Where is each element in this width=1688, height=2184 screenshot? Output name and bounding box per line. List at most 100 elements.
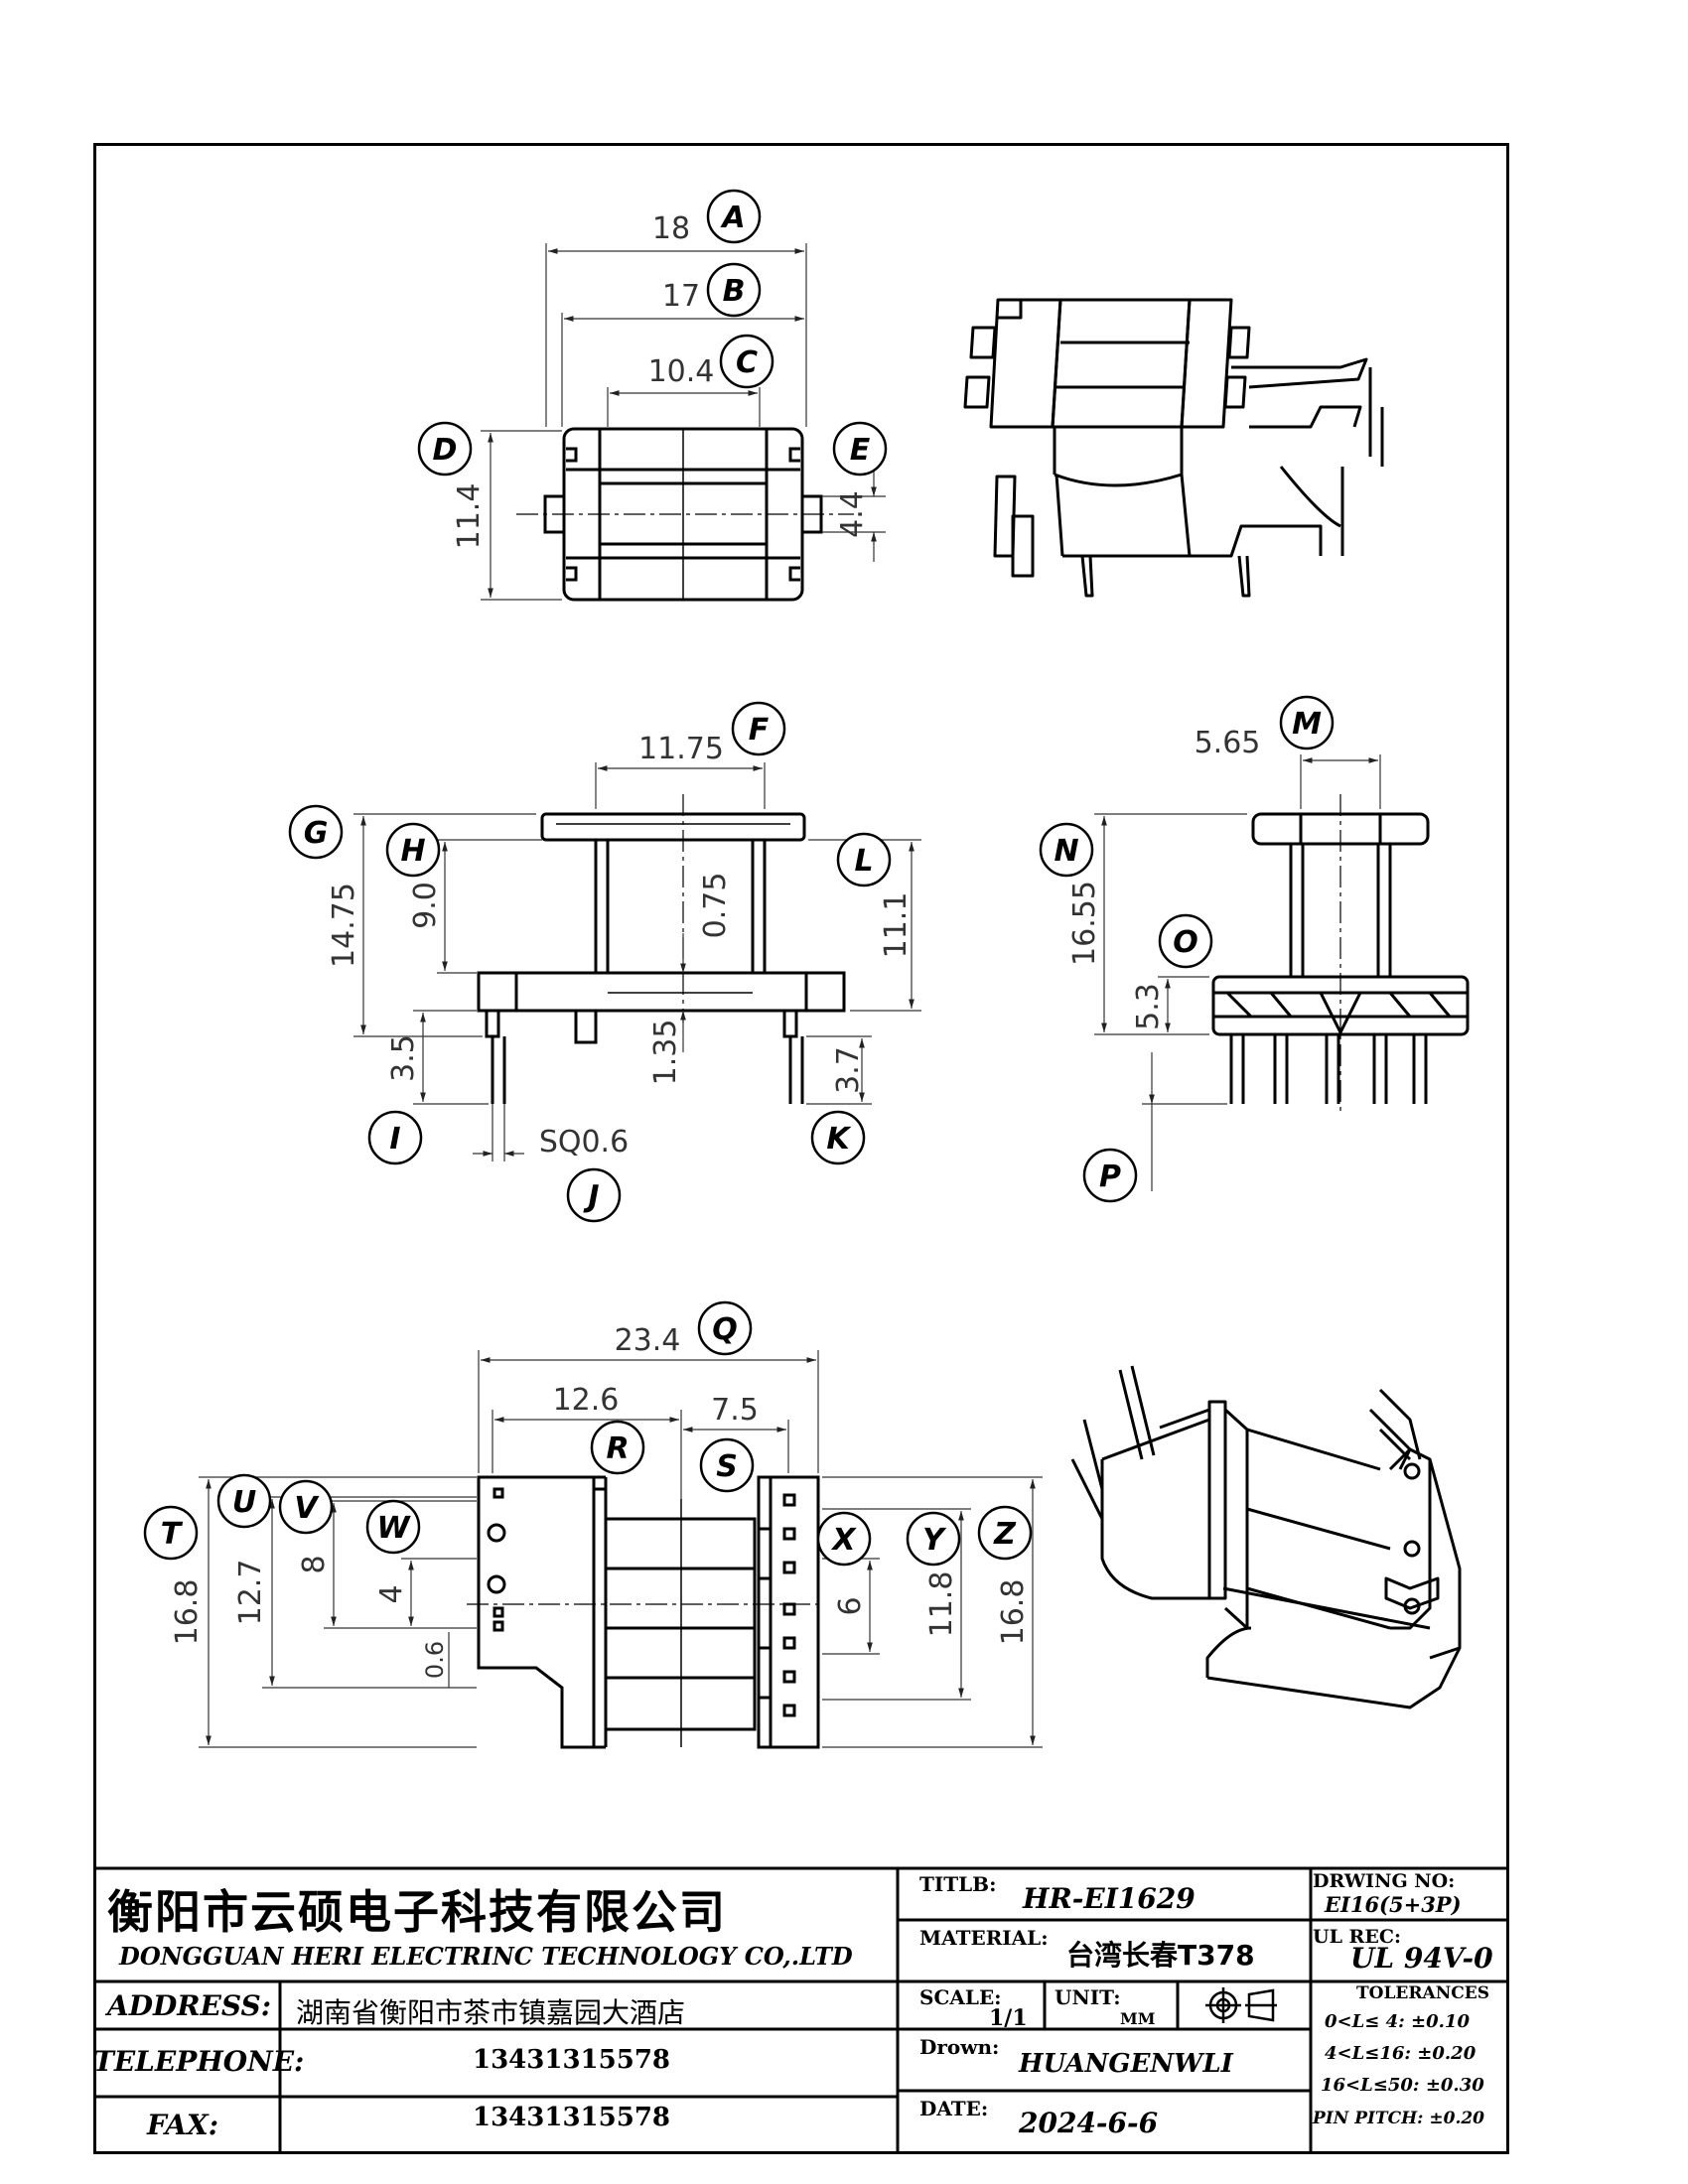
front-view: [353, 762, 921, 1161]
balloon-z-circle: [977, 1505, 1033, 1561]
telephone-label: TELEPHONE:: [93, 2045, 305, 2078]
balloon-c-circle: [719, 334, 774, 389]
date-label: DATE:: [919, 2097, 989, 2120]
top-view: [481, 243, 886, 602]
balloon-q-letter: Q: [712, 1312, 738, 1347]
balloon-y-circle: [906, 1511, 961, 1567]
drawing-frame: [93, 143, 1509, 2154]
balloon-d-letter: D: [433, 433, 458, 468]
material-value: 台湾长春T378: [1066, 1939, 1255, 1972]
material-label: MATERIAL:: [919, 1926, 1049, 1950]
drawing-no-value: EI16(5+3P): [1325, 1892, 1462, 1917]
balloon-u-circle: [216, 1473, 272, 1529]
balloon-v-circle: [278, 1479, 334, 1535]
drawn-label: Drown:: [919, 2035, 1000, 2059]
balloon-o-circle: [1158, 913, 1213, 969]
balloon-c-letter: C: [736, 345, 758, 380]
dim-n-value: 16.55: [1067, 881, 1102, 966]
balloon-e-circle: [832, 421, 888, 477]
address-label: ADDRESS:: [107, 1989, 272, 2022]
balloon-f-letter: F: [749, 713, 770, 748]
balloon-z-letter: Z: [993, 1517, 1017, 1552]
balloon-a-letter: A: [720, 201, 745, 235]
balloon-l-letter: L: [854, 844, 873, 879]
balloon-r-letter: R: [606, 1432, 629, 1466]
balloon-o-letter: O: [1173, 925, 1198, 960]
balloon-r-circle: [590, 1420, 645, 1475]
tolerance-row-2: 4<L≤16: ±0.20: [1325, 2043, 1477, 2064]
scale-label: SCALE:: [919, 1985, 1002, 2009]
dim-h-value: 9.0: [408, 882, 443, 929]
title-value: HR-EI1629: [1023, 1882, 1196, 1915]
dim-pin-gap-value: 0.6: [421, 1641, 449, 1679]
dim-b-value: 17: [662, 279, 700, 314]
dim-l-value: 11.1: [879, 892, 914, 959]
company-name-en: DONGGUAN HERI ELECTRINC TECHNOLOGY CO,.L…: [119, 1942, 853, 1971]
balloon-m-letter: M: [1292, 707, 1322, 742]
dim-d-value: 11.4: [452, 483, 487, 550]
balloon-b-circle: [706, 262, 762, 318]
balloon-x-circle: [816, 1511, 872, 1567]
dim-r-value: 12.6: [553, 1383, 620, 1418]
balloon-d-circle: [417, 421, 473, 477]
balloon-h-circle: [385, 822, 441, 878]
balloon-u-letter: U: [232, 1485, 256, 1520]
balloon-j-circle: [566, 1167, 622, 1223]
tolerance-row-1: 0<L≤ 4: ±0.10: [1325, 2011, 1470, 2032]
ul-label: UL REC:: [1313, 1926, 1401, 1948]
balloon-l-circle: [836, 832, 892, 887]
balloon-e-letter: E: [850, 433, 871, 468]
dim-k-value: 3.7: [831, 1046, 866, 1094]
balloon-g-circle: [288, 804, 344, 860]
dim-i-value: 3.5: [386, 1034, 421, 1082]
unit-label: UNIT:: [1055, 1985, 1121, 2009]
balloon-i-letter: I: [389, 1122, 400, 1157]
balloon-s-letter: S: [716, 1449, 738, 1484]
dim-e-value: 4.4: [835, 490, 870, 538]
dim-x-value: 6: [833, 1596, 868, 1615]
telephone-value: 13431315578: [473, 2045, 670, 2075]
balloon-h-letter: H: [400, 834, 425, 869]
pin-pitch-tolerance: PIN PITCH: ±0.20: [1313, 2109, 1485, 2128]
dim-m-value: 5.65: [1195, 726, 1261, 760]
drawing-no-label: DRWING NO:: [1313, 1870, 1456, 1892]
balloon-g-letter: G: [304, 816, 329, 851]
balloon-n-circle: [1039, 822, 1094, 878]
company-name-cn: 衡阳市云硕电子科技有限公司: [107, 1885, 727, 1939]
balloon-v-letter: V: [294, 1491, 320, 1526]
dim-g-value: 14.75: [327, 883, 361, 968]
balloon-n-letter: N: [1054, 834, 1078, 869]
dim-mid-top-value: 0.75: [698, 873, 733, 939]
address-value: 湖南省衡阳市茶市镇嘉园大酒店: [296, 1996, 686, 2029]
balloon-j-letter: J: [583, 1179, 599, 1214]
dim-y-value: 11.8: [924, 1571, 959, 1638]
date-value: 2024-6-6: [1019, 2107, 1159, 2139]
balloon-a-circle: [706, 189, 762, 244]
balloon-m-circle: [1279, 695, 1335, 751]
dim-v-value: 8: [297, 1555, 332, 1573]
dim-f-value: 11.75: [638, 732, 724, 766]
dim-u-value: 12.7: [233, 1560, 268, 1626]
balloon-t-letter: T: [161, 1517, 184, 1552]
title-label: TITLB:: [919, 1872, 997, 1896]
dim-z-value: 16.8: [996, 1579, 1031, 1646]
ul-value: UL 94V-0: [1350, 1942, 1493, 1975]
isometric-view-lower: [1070, 1365, 1462, 1709]
dim-q-value: 23.4: [615, 1323, 681, 1358]
side-view: [1094, 754, 1470, 1191]
fax-label: FAX:: [147, 2109, 219, 2141]
unit-value: MM: [1120, 2009, 1156, 2028]
tolerance-row-3: 16<L≤50: ±0.30: [1321, 2075, 1484, 2096]
dim-s-value: 7.5: [711, 1393, 759, 1428]
balloon-y-letter: Y: [922, 1523, 947, 1558]
balloon-s-circle: [699, 1437, 755, 1493]
dim-j-value: SQ0.6: [539, 1125, 629, 1160]
balloon-t-circle: [143, 1505, 199, 1561]
dim-c-value: 10.4: [648, 354, 715, 389]
drawn-value: HUANGENWLI: [1019, 2049, 1233, 2079]
dimension-labels: 18 17 10.4 11.4 4.4 11.75 14.75 9.0 3.5 …: [170, 211, 1260, 1679]
isometric-view-upper: [963, 298, 1384, 598]
balloon-k-circle: [810, 1110, 866, 1165]
